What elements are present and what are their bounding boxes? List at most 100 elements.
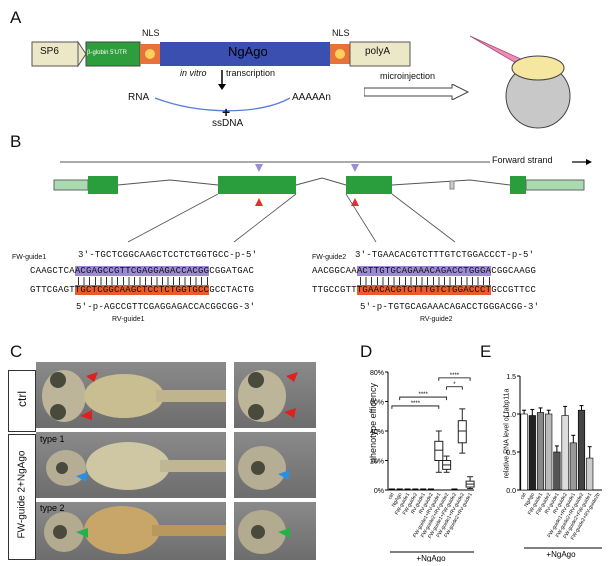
d-y-tick-label: 80%: [370, 370, 384, 377]
type2-green-arrow: [76, 528, 88, 538]
group-label-box: [8, 434, 36, 560]
exon-2: [218, 176, 296, 194]
rna-curve: [154, 97, 291, 112]
panel-e-letter: E: [480, 342, 492, 361]
d-box-body: [457, 420, 467, 444]
zoom-line-2b: [391, 193, 456, 243]
left-bot-highlight: TGCTCGGCAAGCTCCTCTGGTGCC: [74, 285, 210, 295]
ctrl-zoom-red-arrow-1: [286, 372, 298, 382]
purple-marker-2: [351, 164, 359, 172]
fw-guide2-seq: 3'-TGAACACGTCTTTGTCTGGACCCT-p-5': [355, 250, 535, 260]
d-sig-bracket: [438, 377, 471, 381]
small-exon: [449, 180, 455, 190]
left-top-pre: CAAGCTCA: [30, 266, 75, 276]
polya-box: [349, 41, 411, 67]
zoom-line-1b: [233, 193, 297, 243]
panel-a-letter: A: [10, 8, 22, 27]
microinjection-arrow: [364, 84, 470, 100]
fw-guide2-label: FW-guide2: [312, 254, 347, 261]
type2-label: type 2: [40, 503, 65, 513]
right-top-pre: AACGGCAA: [312, 266, 357, 276]
left-bot-pre: GTTCGAGT: [30, 285, 75, 295]
d-sig-label: ****: [411, 401, 421, 407]
rv-guide1-seq: 5'-p-AGCCGTTCGAGGAGACCACGGCGG-3': [76, 302, 256, 312]
gene-diagram: [53, 159, 592, 243]
right-top-highlight: ACTTGTGCAGAAACAGACCTGGGA: [356, 266, 492, 276]
e-y-tick-label: 0.5: [506, 450, 516, 457]
rv-guide1-label: RV-guide1: [112, 316, 145, 323]
e-x-tick-label: ctrl: [519, 492, 528, 501]
sp6-arrow: [77, 40, 87, 68]
red-marker-2: [351, 198, 359, 206]
d-box-9: [457, 408, 467, 454]
d-sig-label: *: [453, 382, 456, 388]
d-y-tick-label: 40%: [370, 429, 384, 436]
e-y-tick-label: 0.0: [506, 488, 516, 495]
exon-3: [346, 176, 392, 194]
embryo-yolk: [511, 55, 565, 81]
exon-4: [510, 176, 526, 194]
left-base-ticks: [78, 277, 212, 285]
e-bar-8: [586, 457, 594, 491]
d-box-10: [465, 476, 475, 490]
panel-d-letter: D: [360, 342, 373, 361]
embryo-illustration: [470, 35, 571, 129]
fw-guide1-label: FW-guide1: [12, 254, 47, 261]
type1-zoom-blue-arrow: [278, 470, 290, 480]
d-sig-label: ****: [450, 373, 460, 379]
panel-d-chart: 0%20%40%60%80%ctrlNgAgoFW-guide1FW-guide…: [370, 370, 475, 562]
panel-e-chart: 0.00.51.01.5ctrlNgAgoFW-guide1FW-guide2R…: [506, 374, 602, 559]
sp6-label: SP6: [40, 46, 59, 57]
ngago-box: [160, 42, 330, 66]
nls-right-dot: [335, 49, 345, 59]
e-bar-6: [569, 442, 577, 491]
type2-zoom-green-arrow: [278, 528, 290, 538]
ctrl-red-arrow-1: [86, 372, 98, 382]
e-bar-1: [528, 415, 536, 491]
fw-guide1-seq: 3'-TGCTCGGCAAGCTCCTCTGGTGCC-p-5': [78, 250, 258, 260]
e-group-label: +NgAgo: [546, 550, 576, 559]
exon-1: [88, 176, 118, 194]
panel-c-letter: C: [10, 342, 23, 361]
e-bar-4: [553, 451, 561, 491]
utr-3: [525, 179, 585, 191]
ctrl-zoom-red-arrow-2: [284, 408, 296, 418]
intron-2: [295, 177, 347, 186]
d-box-body: [434, 440, 444, 461]
d-y-tick-label: 20%: [370, 459, 384, 466]
red-marker-1: [255, 198, 263, 206]
right-bot-pre: TTGCCGTT: [312, 285, 357, 295]
forward-strand-label: Forward strand: [492, 155, 553, 165]
ctrl-label: ctrl: [15, 391, 29, 407]
panel-b-letter: B: [10, 132, 22, 151]
d-sig-bracket: [399, 396, 448, 401]
d-sig-bracket: [446, 386, 463, 390]
right-bottom-strand: TTGCCGTTTGAACACGTCTTTGTCTGGACCCTGCCGTTCC: [312, 285, 536, 295]
purple-marker-1: [255, 164, 263, 172]
ctrl-label-box: [8, 370, 36, 432]
larva-images: [36, 362, 316, 560]
d-box-7: [442, 455, 452, 473]
right-bot-highlight: TGAACACGTCTTTGTCTGGACCCT: [356, 285, 492, 295]
left-top-post: CGGATGAC: [209, 266, 255, 276]
sp6-box: [31, 41, 79, 67]
ngago-label: NgAgo: [228, 44, 268, 59]
type1-label: type 1: [40, 434, 65, 444]
right-base-ticks: [360, 277, 494, 285]
e-bar-2: [536, 412, 545, 491]
left-bot-post: GCCTACTG: [209, 285, 255, 295]
left-bottom-strand: GTTCGAGTTGCTCGGCAAGCTCCTCTGGTGCCGCCTACTG: [30, 285, 254, 295]
rv-guide2-label: RV-guide2: [420, 316, 453, 323]
utr-label: β-globin 5'UTR: [87, 50, 127, 56]
left-top-strand: CAAGCTCAACGAGCCGTTCGAGGAGACCACGGCGGATGAC: [30, 266, 254, 276]
ssdna-label: ssDNA: [212, 118, 244, 129]
plus-label: +: [222, 104, 231, 120]
polya-tail-label: AAAAAn: [292, 92, 331, 103]
e-y-tick-label: 1.0: [506, 412, 516, 419]
d-sig-label: ****: [419, 392, 429, 398]
polya-label: polyA: [365, 46, 391, 57]
utr-5: [53, 179, 89, 191]
intron-1: [117, 179, 219, 186]
d-y-tick-label: 0%: [374, 488, 384, 495]
d-y-tick-label: 60%: [370, 400, 384, 407]
